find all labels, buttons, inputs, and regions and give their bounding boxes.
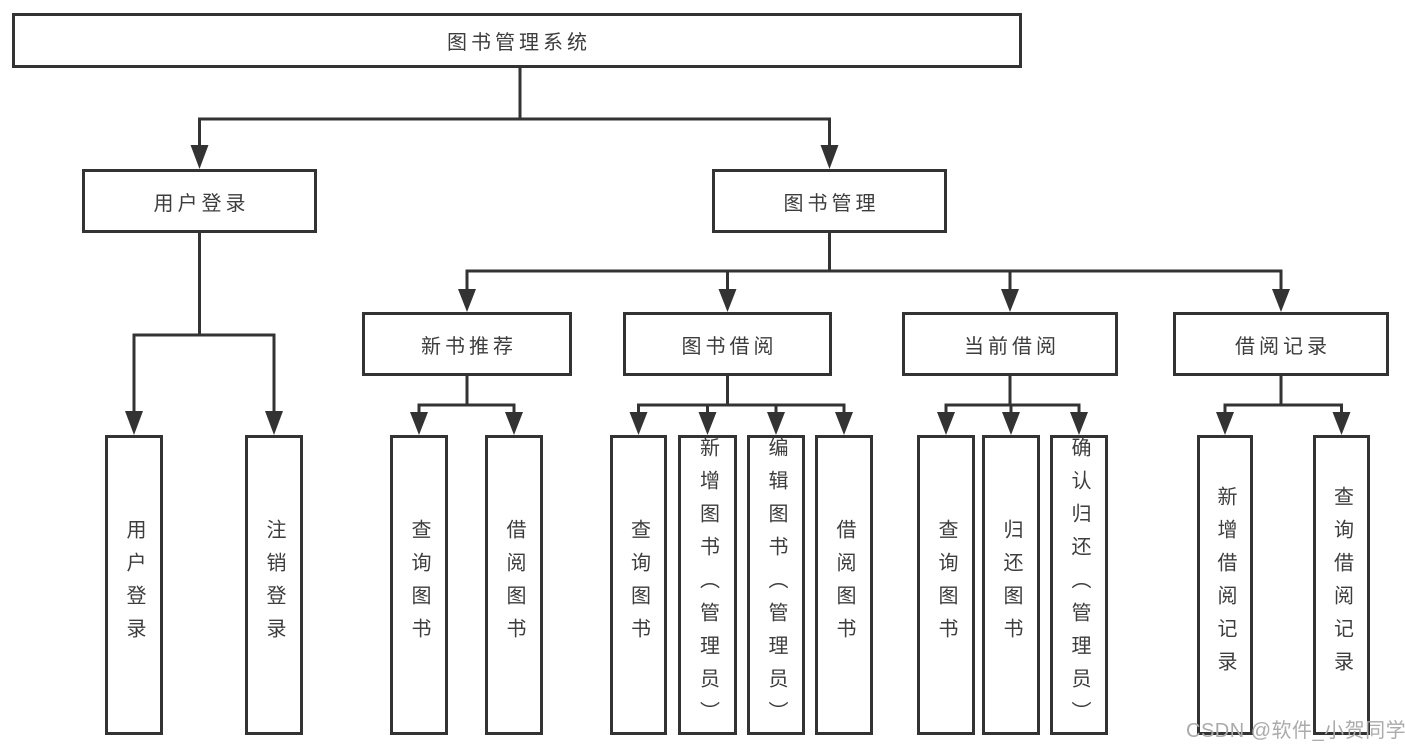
node-add-books-admin-label: 新增图书（管理员） <box>696 436 719 734</box>
connector-user-login-children <box>125 233 283 435</box>
node-logout-login-leaf-label: 注销登录 <box>263 519 285 651</box>
node-user-login-label: 用户登录 <box>153 192 250 215</box>
node-borrow-books-recommendation: 借阅图书 <box>485 435 543 735</box>
node-library-management-system: 图书管理系统 <box>12 13 1022 68</box>
connector-book-management-children <box>458 233 1290 312</box>
node-return-books-label: 归还图书 <box>1000 519 1022 651</box>
node-borrowing-records-label: 借阅记录 <box>1235 335 1331 358</box>
node-borrow-books-recommendation-label: 借阅图书 <box>503 519 525 651</box>
node-query-books-current-label: 查询图书 <box>935 519 957 651</box>
node-query-books-recommendation: 查询图书 <box>390 435 448 735</box>
node-confirm-return-admin: 确认归还（管理员） <box>1050 435 1108 735</box>
connector-book-borrowing-children <box>629 376 853 435</box>
connector-new-book-recommendation-children <box>410 376 523 435</box>
node-user-login-leaf-label: 用户登录 <box>123 519 145 651</box>
node-query-books-current: 查询图书 <box>917 435 975 735</box>
node-query-books-recommendation-label: 查询图书 <box>408 519 430 651</box>
node-current-borrowing: 当前借阅 <box>902 312 1118 376</box>
node-book-borrowing-label: 图书借阅 <box>681 335 778 358</box>
node-new-book-recommendation-label: 新书推荐 <box>421 335 517 358</box>
node-book-management: 图书管理 <box>712 169 947 233</box>
node-book-management-label: 图书管理 <box>783 192 880 215</box>
node-new-book-recommendation: 新书推荐 <box>362 312 572 376</box>
node-add-borrow-record: 新增借阅记录 <box>1197 435 1253 735</box>
node-edit-books-admin-label: 编辑图书（管理员） <box>765 436 787 734</box>
node-add-borrow-record-label: 新增借阅记录 <box>1214 486 1236 684</box>
connector-root-to-level2 <box>190 68 839 169</box>
node-user-login: 用户登录 <box>82 169 317 233</box>
node-query-borrow-record-label: 查询借阅记录 <box>1330 486 1353 684</box>
node-query-books-borrowing-label: 查询图书 <box>627 519 650 651</box>
node-borrow-books-borrowing-label: 借阅图书 <box>833 519 855 651</box>
node-add-books-admin: 新增图书（管理员） <box>678 435 737 735</box>
connector-borrowing-records-children <box>1216 376 1351 435</box>
node-user-login-leaf: 用户登录 <box>105 435 163 735</box>
node-return-books: 归还图书 <box>982 435 1040 735</box>
connector-current-borrowing-children <box>937 376 1088 435</box>
node-library-management-system-label: 图书管理系统 <box>447 32 591 54</box>
csdn-watermark: CSDN @软件_小贺同学 <box>1186 720 1405 742</box>
node-borrow-books-borrowing: 借阅图书 <box>815 435 873 735</box>
node-edit-books-admin: 编辑图书（管理员） <box>747 435 805 735</box>
node-book-borrowing: 图书借阅 <box>623 312 832 376</box>
node-query-books-borrowing: 查询图书 <box>610 435 667 735</box>
node-logout-login-leaf: 注销登录 <box>245 435 303 735</box>
node-borrowing-records: 借阅记录 <box>1173 312 1389 376</box>
node-confirm-return-admin-label: 确认归还（管理员） <box>1068 436 1090 734</box>
node-current-borrowing-label: 当前借阅 <box>964 335 1060 358</box>
node-query-borrow-record: 查询借阅记录 <box>1313 435 1370 735</box>
